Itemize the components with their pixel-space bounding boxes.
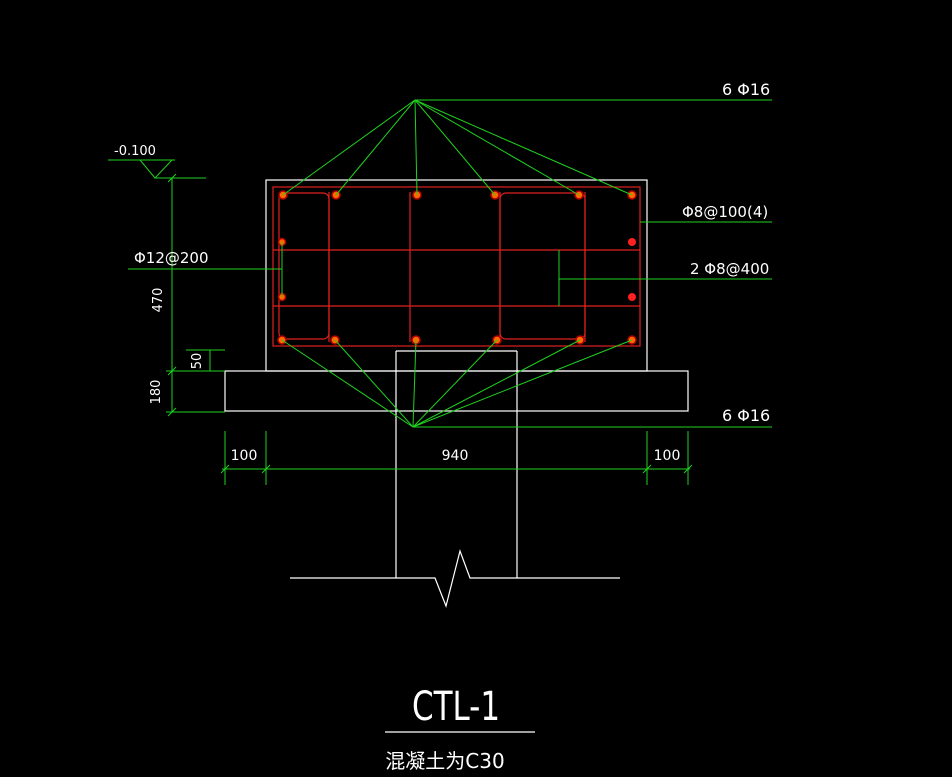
bottom-bars — [277, 335, 637, 345]
dim-470-label: 470 — [151, 288, 166, 313]
vertical-dimensions — [166, 173, 225, 417]
tie-bars-leader — [128, 242, 283, 297]
horizontal-dimensions — [220, 431, 693, 485]
elevation-marker — [108, 159, 206, 179]
rebar-dot — [628, 293, 636, 301]
top-bars-label: 6 Φ16 — [722, 80, 770, 99]
top-bars-leader — [282, 99, 772, 196]
dim-100-right-label: 100 — [654, 448, 681, 464]
break-line — [290, 548, 620, 608]
bottom-bars-label: 6 Φ16 — [722, 406, 770, 425]
concrete-grade-note: 混凝土为C30 — [385, 749, 504, 773]
tie-bars-label: Φ12@200 — [134, 249, 209, 267]
top-bars — [278, 190, 637, 200]
rebar-dot — [628, 238, 636, 246]
dim-180-label: 180 — [149, 380, 164, 405]
dim-50-label: 50 — [190, 353, 205, 370]
beam-section-outline — [265, 179, 648, 372]
flange-outline — [224, 370, 689, 412]
side-bars-leader — [558, 250, 772, 306]
drawing-title: CTL-1 — [412, 684, 500, 730]
stirrup-label: Φ8@100(4) — [682, 203, 768, 221]
inner-stirrup-loop — [278, 192, 330, 340]
dim-940-label: 940 — [442, 448, 469, 464]
elevation-label: -0.100 — [114, 144, 156, 159]
bottom-bars-leader — [281, 339, 772, 428]
side-bars — [277, 237, 636, 302]
outer-stirrup — [272, 186, 641, 347]
dim-100-left-label: 100 — [231, 448, 258, 464]
side-bars-label: 2 Φ8@400 — [690, 260, 769, 278]
inner-stirrup-loop — [499, 192, 586, 340]
